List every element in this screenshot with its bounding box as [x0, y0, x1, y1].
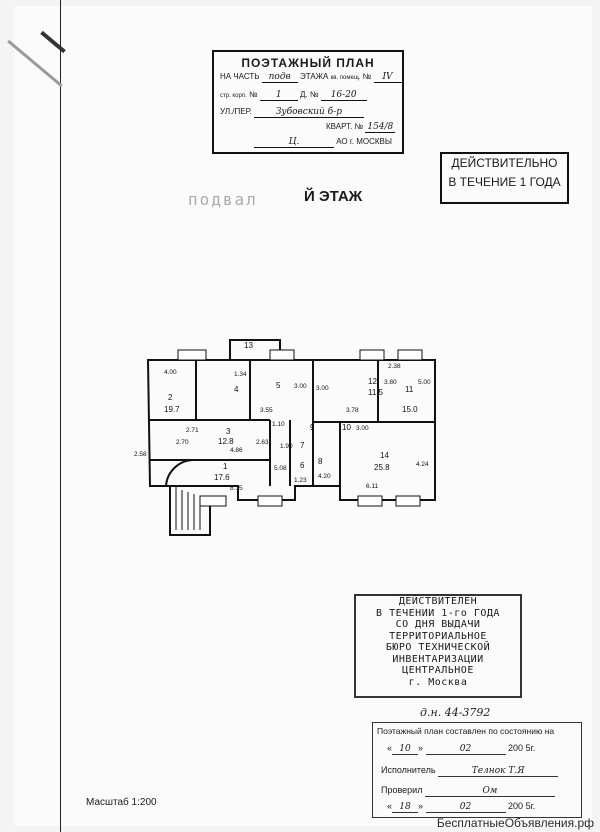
- scale-label: Масштаб 1:200: [86, 797, 157, 808]
- room-number: 14: [380, 451, 389, 460]
- title-block: ПОЭТАЖНЫЙ ПЛАН НА ЧАСТЬ подв ЭТАЖА кв. п…: [212, 50, 404, 154]
- dimension-label: 2.63: [256, 439, 269, 446]
- dimension-label: 2.71: [186, 427, 199, 434]
- quarter-number: 154/8: [365, 122, 396, 133]
- house-number: 16-20: [320, 90, 367, 101]
- dimension-label: 3.80: [384, 379, 397, 386]
- dimension-label: 8.15: [230, 485, 243, 492]
- watermark: БесплатныеОбъявления.рф: [436, 816, 594, 830]
- room-area: 15.0: [402, 405, 418, 414]
- room-number: 2: [168, 393, 173, 402]
- dimension-label: 3.00: [294, 383, 307, 390]
- dimension-label: 4.20: [318, 473, 331, 480]
- registration-number: д.н. 44-3792: [420, 706, 491, 719]
- district: Ц.: [254, 137, 334, 148]
- dimension-label: 2.58: [134, 451, 147, 458]
- floor-part-value: подв: [261, 72, 298, 83]
- room-area: 11.5: [368, 388, 384, 397]
- dimension-label: 3.00: [356, 425, 369, 432]
- date-row-2: «18» 02 200 5г.: [387, 801, 536, 813]
- page-border-line: [60, 0, 61, 832]
- dimension-label: 3.78: [346, 407, 359, 414]
- dimension-label: 1.10: [272, 421, 285, 428]
- title: ПОЭТАЖНЫЙ ПЛАН: [241, 56, 375, 70]
- footer-block: Поэтажный план составлен по состоянию на…: [372, 722, 582, 818]
- room-number: 11: [405, 385, 414, 394]
- room-number: 12: [368, 377, 377, 386]
- title-row-street: УЛ./ПЕР. Зубовский б-р: [220, 107, 364, 118]
- dimension-label: 4.24: [416, 461, 429, 468]
- floor-plan: 1 17.6 2 19.7 3 12.8 4 5 6 7 8 9 10 11 1…: [134, 339, 436, 536]
- dimension-label: 1.34: [234, 371, 247, 378]
- dimension-label: 1.90: [280, 443, 293, 450]
- title-row-quarter: КВАРТ. № 154/8: [326, 122, 396, 133]
- dimension-label: 4.86: [230, 447, 243, 454]
- room-number: 4: [234, 385, 239, 394]
- room-number: 10: [342, 423, 351, 432]
- dimension-label: 5.00: [418, 379, 431, 386]
- room-number: 1: [223, 462, 228, 471]
- checked-row: Проверил Ом: [381, 785, 555, 797]
- room-number: 7: [300, 441, 305, 450]
- title-row-building: стр. корп. № 1 Д. № 16-20: [220, 90, 367, 101]
- footer-header: Поэтажный план составлен по состоянию на: [377, 726, 555, 736]
- room-number: 6: [300, 461, 305, 470]
- room-number: 13: [244, 341, 253, 350]
- dimension-label: 1.23: [294, 477, 307, 484]
- room-area: 19.7: [164, 405, 180, 414]
- room-area: 17.6: [214, 473, 230, 482]
- bti-stamp: ДЕЙСТВИТЕЛЕН В ТЕЧЕНИИ 1-го ГОДА СО ДНЯ …: [354, 594, 522, 698]
- executor-row: Исполнитель Телнок Т.Я: [381, 765, 559, 777]
- dimension-label: 2.38: [388, 363, 401, 370]
- room-area: 25.8: [374, 463, 390, 472]
- floor-handwritten: подвал: [188, 190, 258, 209]
- room-number: 5: [276, 381, 281, 390]
- room-number: 8: [318, 457, 323, 466]
- street-name: Зубовский б-р: [253, 107, 364, 118]
- room-area: 12.8: [218, 437, 234, 446]
- dimension-label: 3.55: [260, 407, 273, 414]
- title-row-part: НА ЧАСТЬ подв ЭТАЖА кв. помещ. № IV: [220, 72, 402, 83]
- dimension-label: 2.70: [176, 439, 189, 446]
- validity-stamp: ДЕЙСТВИТЕЛЬНО В ТЕЧЕНИЕ 1 ГОДА: [440, 152, 569, 204]
- room-number: 3: [226, 427, 231, 436]
- title-row-district: Ц. АО г. МОСКВЫ: [254, 137, 392, 148]
- floor-label: Й ЭТАЖ: [304, 188, 363, 205]
- document-sheet: [14, 6, 592, 826]
- date-row-1: «10» 02 200 5г.: [387, 743, 536, 755]
- room-number: 9: [310, 423, 315, 432]
- dimension-label: 4.00: [164, 369, 177, 376]
- building-number: 1: [259, 90, 298, 101]
- dimension-label: 3.00: [316, 385, 329, 392]
- dimension-label: 6.11: [366, 483, 379, 490]
- dimension-label: 5.08: [274, 465, 287, 472]
- premise-number: IV: [373, 72, 402, 83]
